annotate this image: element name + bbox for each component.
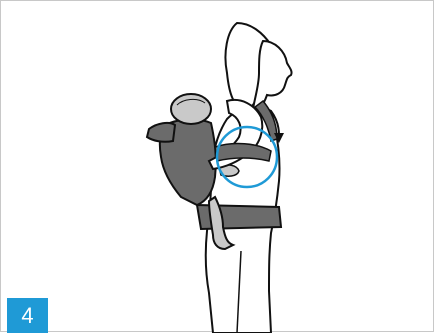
baby-head: [171, 94, 211, 124]
carrier-hood: [147, 123, 175, 142]
step-number-badge: 4: [7, 298, 48, 333]
